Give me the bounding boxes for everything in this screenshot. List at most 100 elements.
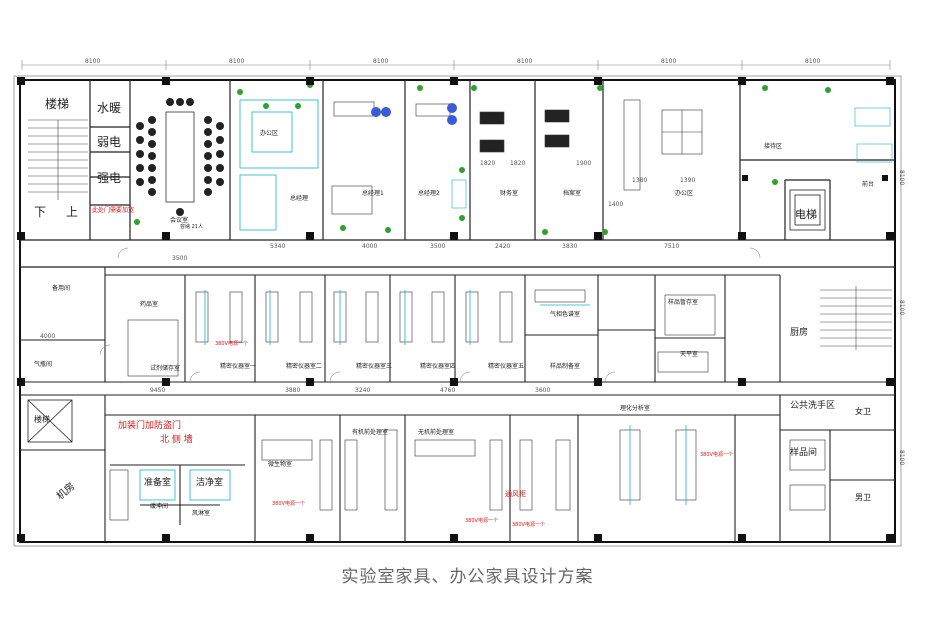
room-sample-room: 样品间 bbox=[790, 446, 817, 458]
note-door-upper: 此处门需要加宽 bbox=[92, 206, 134, 214]
note-power-1: 380V电源一个 bbox=[215, 340, 248, 347]
dim-mid-1: 5340 bbox=[270, 243, 285, 250]
dim-office-5: 1390 bbox=[680, 177, 695, 184]
office-chairs bbox=[371, 103, 457, 125]
room-elevator: 电梯 bbox=[795, 208, 817, 221]
structural-columns bbox=[17, 77, 894, 542]
dim-top-6: 8100 bbox=[805, 58, 820, 65]
note-north-wall: 北 侧 墙 bbox=[160, 433, 193, 445]
room-manager: 总经理 bbox=[290, 194, 308, 202]
room-male-wc: 男卫 bbox=[855, 493, 871, 502]
room-physchem: 理化分析室 bbox=[620, 404, 650, 412]
room-organic: 有机前处理室 bbox=[352, 428, 388, 436]
note-power-3: 380V电源一个 bbox=[465, 517, 498, 524]
room-gas: 气瓶间 bbox=[34, 360, 52, 368]
room-inorganic: 无机前处理室 bbox=[418, 428, 454, 436]
room-machine: 机房 bbox=[54, 479, 78, 502]
lab-fixtures-cyan-lower bbox=[139, 425, 687, 505]
room-precision3: 精密仪器室三 bbox=[356, 362, 392, 370]
room-precision5: 精密仪器室五 bbox=[488, 362, 524, 370]
room-conference: 会议室 bbox=[170, 216, 188, 224]
dim-mid-6: 7510 bbox=[664, 243, 679, 250]
dim-office-6: 1400 bbox=[608, 201, 623, 208]
room-reception: 接待区 bbox=[764, 142, 782, 150]
dim-lab2-4: 4760 bbox=[440, 387, 455, 394]
dim-office-2: 1820 bbox=[510, 160, 525, 167]
dim-mid-2: 4000 bbox=[362, 243, 377, 250]
room-precision2: 精密仪器室二 bbox=[286, 362, 322, 370]
room-strong-elec: 强电 bbox=[97, 171, 121, 185]
lab-fixtures-cyan bbox=[204, 290, 590, 345]
note-power-2: 380V电源一个 bbox=[272, 500, 305, 507]
room-buffer: 缓冲间 bbox=[150, 502, 168, 510]
dim-mid-3: 3500 bbox=[430, 243, 445, 250]
room-hvac: 水暖 bbox=[97, 101, 121, 115]
office-area-partitions bbox=[239, 99, 319, 231]
dim-right-3: 8100 bbox=[898, 450, 905, 465]
door-arcs bbox=[99, 247, 761, 383]
stair-symbol-lower bbox=[27, 399, 73, 443]
room-sample-prep: 样品制备室 bbox=[550, 362, 580, 370]
dim-lab2-5: 3600 bbox=[535, 387, 550, 394]
dim-lab2-3: 3240 bbox=[355, 387, 370, 394]
room-sample-storage: 样品暂存室 bbox=[668, 298, 698, 306]
room-public-wash: 公共洗手区 bbox=[790, 399, 835, 411]
left-stairs bbox=[28, 119, 88, 200]
dim-top-5: 8100 bbox=[661, 58, 676, 65]
plant-decorations bbox=[134, 82, 831, 235]
note-door-lower: 加装门加防盗门 bbox=[118, 419, 181, 431]
room-precision1: 精密仪器室一 bbox=[220, 362, 256, 370]
stair-up-label: 上 bbox=[66, 205, 78, 219]
room-office2: 总经理2 bbox=[418, 189, 440, 197]
office-furniture bbox=[331, 101, 893, 215]
elevator-symbol bbox=[789, 189, 826, 231]
lab-row2-partitions bbox=[20, 394, 895, 542]
room-open-office: 办公区 bbox=[675, 189, 693, 197]
room-front-desk: 前台 bbox=[862, 180, 874, 188]
room-kitchen: 厨房 bbox=[790, 326, 808, 338]
room-storage: 备用间 bbox=[52, 284, 70, 292]
dim-top-3: 8100 bbox=[373, 58, 388, 65]
dim-top-4: 8100 bbox=[517, 58, 532, 65]
room-stairs-lower: 楼梯 bbox=[34, 414, 50, 424]
note-power-5: 380V电源一个 bbox=[700, 451, 733, 458]
room-conference-note: 容纳 21人 bbox=[180, 223, 203, 230]
dim-lab2-2: 3880 bbox=[285, 387, 300, 394]
room-weak-elec: 弱电 bbox=[97, 135, 121, 149]
stair-down-label: 下 bbox=[34, 205, 46, 219]
outer-wall-inner bbox=[13, 75, 902, 547]
dim-office-3: 1900 bbox=[576, 160, 591, 167]
room-micro: 微生物室 bbox=[268, 460, 292, 468]
lab-row1-partitions bbox=[20, 267, 895, 383]
dim-left: 4000 bbox=[40, 333, 55, 340]
room-reagent2: 试剂储存室 bbox=[150, 364, 180, 372]
right-stairs bbox=[820, 286, 892, 350]
dim-right-1: 8100 bbox=[898, 170, 905, 185]
room-air-shower: 风淋室 bbox=[192, 509, 210, 517]
room-clean: 洁净室 bbox=[196, 476, 223, 488]
plan-caption: 实验室家具、办公家具设计方案 bbox=[341, 567, 594, 587]
dim-mid-5: 3830 bbox=[562, 243, 577, 250]
dim-top-2: 8100 bbox=[229, 58, 244, 65]
dim-office-4: 1380 bbox=[632, 177, 647, 184]
room-prep: 准备室 bbox=[144, 476, 171, 488]
dim-mid-4: 2420 bbox=[495, 243, 510, 250]
room-reagent: 药品室 bbox=[140, 300, 158, 308]
room-female-wc: 女卫 bbox=[855, 406, 871, 416]
room-stairs-left: 楼梯 bbox=[45, 96, 69, 111]
dim-office-1: 1820 bbox=[480, 160, 495, 167]
room-office1: 总经理1 bbox=[362, 189, 384, 197]
top-dimension-line bbox=[21, 60, 891, 70]
lab-benches-row2 bbox=[109, 429, 826, 521]
room-finance: 财务室 bbox=[500, 189, 518, 197]
dim-lab2-1: 9450 bbox=[150, 387, 165, 394]
lab-benches-row1 bbox=[127, 289, 716, 377]
room-gc: 气相色谱室 bbox=[550, 310, 580, 318]
room-office-area: 办公区 bbox=[260, 129, 278, 137]
note-power-4: 380V电源一个 bbox=[512, 521, 545, 528]
conference-table bbox=[136, 98, 224, 216]
dim-lab1-1: 3500 bbox=[172, 255, 187, 262]
dim-right-2: 8100 bbox=[898, 300, 905, 315]
note-exhaust: 通风柜 bbox=[505, 489, 526, 498]
